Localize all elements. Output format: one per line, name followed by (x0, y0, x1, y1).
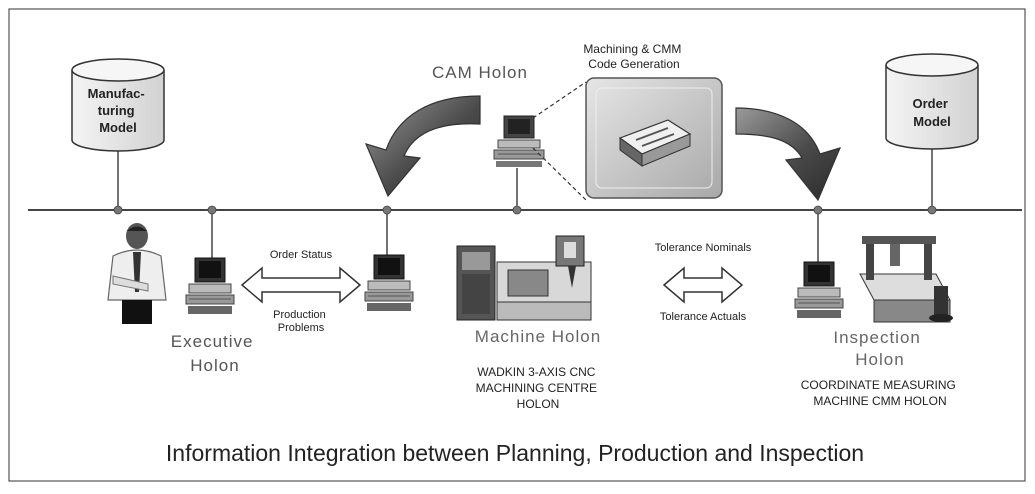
manufacturing-model-line-3: Model (99, 120, 137, 135)
inspection-holon-title-line-2: Holon (855, 350, 904, 369)
zoom-lines (532, 81, 587, 201)
curved-arrow-left-icon (364, 95, 481, 198)
code-generation-panel (585, 77, 723, 199)
executive-holon-title-line-2: Holon (190, 356, 239, 375)
inspection-holon-title-line-1: Inspection (833, 328, 921, 347)
manufacturing-model-line-1: Manufac- (88, 86, 145, 101)
machine-computer-icon (364, 254, 414, 311)
executive-computer-icon (185, 257, 235, 314)
cmm-machine-icon (859, 236, 953, 323)
code-gen-line-2: Code Generation (588, 57, 679, 71)
svg-text:Executive Holon: Executive Holon (171, 332, 259, 375)
part-model-icon (618, 119, 692, 167)
svg-text:Manufac- turing Mo: Manufac- turing Model (88, 86, 149, 135)
cnc-machine-icon (456, 235, 592, 321)
production-problems-line-2: Problems (278, 322, 325, 334)
diagram-caption: Information Integration between Planning… (166, 440, 864, 466)
machine-desc-line-2: MACHINING CENTRE (476, 381, 597, 395)
order-status-label: Order Status (270, 249, 333, 261)
svg-text:COORDINATE MEASURING MACHI: COORDINATE MEASURING MACHINE CMM HOLON (801, 378, 959, 408)
order-model-line-1: Order (912, 96, 947, 111)
executive-person-icon (107, 223, 167, 324)
code-gen-line-1: Machining & CMM (583, 42, 681, 56)
machine-desc-line-1: WADKIN 3-AXIS CNC (477, 365, 596, 379)
svg-text:Inspection Holon: Inspection Holon (833, 328, 926, 369)
svg-text:Order Model: Order Model (912, 96, 951, 129)
svg-text:Production Problems: Production Problems (273, 309, 329, 334)
inspection-computer-icon (794, 261, 844, 318)
tolerance-double-arrow (662, 266, 744, 304)
cam-computer-icon (493, 115, 545, 167)
order-status-double-arrow (240, 266, 362, 304)
tolerance-nominals-label: Tolerance Nominals (655, 242, 752, 254)
executive-holon-title-line-1: Executive (171, 332, 254, 351)
order-model-line-2: Model (913, 114, 951, 129)
order-model-database: Order Model (885, 53, 979, 150)
inspection-desc-line-2: MACHINE CMM HOLON (813, 394, 946, 408)
cam-holon-title: CAM Holon (432, 63, 528, 82)
inspection-desc-line-1: COORDINATE MEASURING (801, 378, 956, 392)
machine-desc-line-3: HOLON (517, 397, 560, 411)
connectors (117, 148, 933, 262)
manufacturing-model-database: Manufac- turing Model (71, 58, 165, 152)
production-problems-line-1: Production (273, 309, 326, 321)
machine-holon-title: Machine Holon (475, 327, 601, 346)
tolerance-actuals-label: Tolerance Actuals (660, 311, 747, 323)
svg-text:WADKIN 3-AXIS CNC MACHININ: WADKIN 3-AXIS CNC MACHINING CENTRE HOLON (476, 365, 601, 411)
svg-text:Machining & CMM Code Gener: Machining & CMM Code Generation (583, 42, 684, 71)
diagram-frame (8, 8, 1026, 482)
curved-arrow-right-icon (735, 107, 842, 202)
manufacturing-model-line-2: turing (98, 103, 135, 118)
